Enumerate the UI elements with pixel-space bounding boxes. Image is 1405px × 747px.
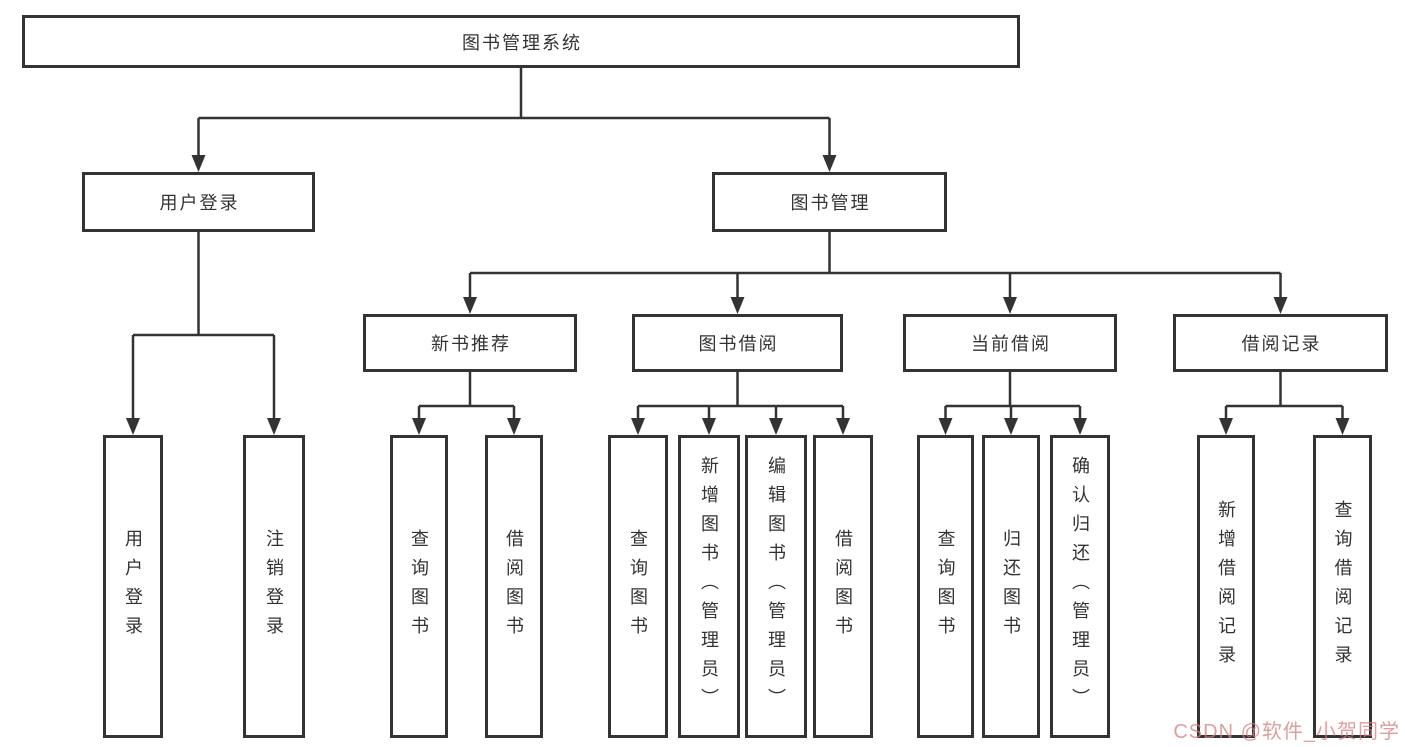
node-label: 注销登录 — [264, 528, 284, 645]
node-label: 查询借阅记录 — [1332, 499, 1353, 674]
edge-user-login — [131, 232, 276, 422]
watermark: CSDN @软件_小贺同学 — [1173, 721, 1400, 743]
arrowhead-icon — [836, 418, 850, 435]
arrowhead-icon — [1273, 297, 1288, 314]
node-label: 借阅图书 — [833, 528, 853, 645]
arrowhead-icon — [1335, 418, 1350, 435]
node-leaf-user-login: 用户登录 — [103, 435, 163, 738]
node-book-borrow: 图书借阅 — [632, 314, 843, 372]
arrowhead-icon — [1004, 418, 1018, 435]
arrowhead-icon — [631, 418, 645, 435]
node-label: 图书借阅 — [698, 334, 779, 354]
node-leaf-borrow-books-1: 借阅图书 — [485, 435, 543, 738]
node-label: 新增图书（管理员） — [699, 456, 719, 717]
arrowhead-icon — [822, 155, 837, 172]
arrowhead-icon — [463, 297, 477, 314]
node-label: 图书管理 — [790, 193, 871, 213]
node-label: 借阅记录 — [1241, 334, 1322, 354]
node-leaf-query-books-1: 查询图书 — [390, 435, 448, 738]
node-label: 当前借阅 — [971, 334, 1051, 354]
node-label: 查询图书 — [628, 528, 648, 645]
arrowhead-icon — [1003, 297, 1017, 314]
arrowhead-icon — [126, 418, 140, 435]
arrowhead-icon — [938, 418, 953, 435]
node-label: 图书管理系统 — [462, 32, 582, 53]
node-borrow-records: 借阅记录 — [1173, 314, 1388, 372]
edge-root — [197, 68, 831, 159]
edge-current-borrow — [944, 372, 1082, 422]
node-leaf-confirm-return: 确认归还（管理员） — [1050, 435, 1110, 738]
node-label: 新书推荐 — [431, 334, 511, 354]
node-book-mgmt: 图书管理 — [712, 172, 947, 232]
node-leaf-add-books: 新增图书（管理员） — [678, 435, 740, 738]
node-leaf-edit-books: 编辑图书（管理员） — [745, 435, 807, 738]
edge-book-mgmt — [468, 232, 1282, 301]
node-label: 编辑图书（管理员） — [766, 456, 786, 717]
node-label: 查询图书 — [935, 528, 956, 645]
node-leaf-query-record: 查询借阅记录 — [1313, 435, 1372, 738]
node-label: 查询图书 — [409, 528, 429, 645]
node-leaf-borrow-books-2: 借阅图书 — [813, 435, 873, 738]
node-current-borrow: 当前借阅 — [903, 314, 1117, 372]
node-label: 新增借阅记录 — [1216, 499, 1236, 674]
edge-borrow-records — [1224, 372, 1344, 422]
node-leaf-query-books-3: 查询图书 — [917, 435, 974, 738]
arrowhead-icon — [1219, 418, 1233, 435]
arrowhead-icon — [412, 418, 426, 435]
edge-new-book-rec — [417, 372, 516, 422]
node-leaf-add-record: 新增借阅记录 — [1197, 435, 1255, 738]
arrowhead-icon — [769, 418, 783, 435]
arrowhead-icon — [507, 418, 521, 435]
arrowhead-icon — [730, 297, 745, 314]
node-label: 用户登录 — [159, 193, 240, 213]
arrowhead-icon — [1073, 418, 1087, 435]
node-label: 用户登录 — [123, 528, 143, 645]
node-leaf-return-books: 归还图书 — [982, 435, 1040, 738]
arrowhead-icon — [267, 418, 281, 435]
node-new-book-rec: 新书推荐 — [363, 314, 577, 372]
node-root: 图书管理系统 — [22, 15, 1020, 68]
node-label: 归还图书 — [1001, 528, 1021, 645]
arrowhead-icon — [702, 418, 716, 435]
node-user-login: 用户登录 — [82, 172, 315, 232]
node-leaf-query-books-2: 查询图书 — [608, 435, 668, 738]
node-leaf-logout: 注销登录 — [243, 435, 305, 738]
edge-book-borrow — [636, 372, 845, 422]
arrowhead-icon — [191, 155, 206, 172]
node-label: 确认归还（管理员） — [1070, 456, 1090, 717]
node-label: 借阅图书 — [504, 528, 524, 645]
